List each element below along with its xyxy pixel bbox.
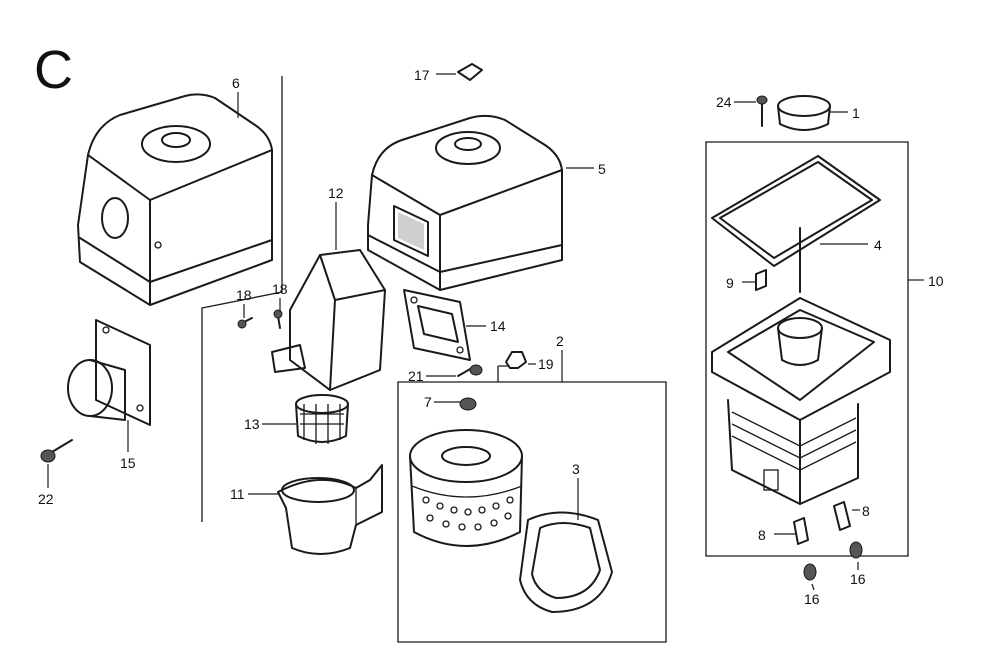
callout-9: 9 [726,275,734,291]
part-4-gasket [711,155,881,293]
callout-14: 14 [490,318,506,334]
callout-24: 24 [716,94,732,110]
part-5-cover [367,114,563,291]
callout-16a: 16 [804,591,820,607]
callout-2: 2 [556,333,564,349]
callout-21: 21 [408,368,424,384]
callout-15: 15 [120,455,136,471]
callout-3: 3 [572,461,580,477]
callout-1: 1 [852,105,860,121]
part-21-bolt [457,364,483,377]
part-7-nut [459,397,477,411]
callout-12: 12 [328,185,344,201]
callout-16b: 16 [850,571,866,587]
bracket-19 [497,365,508,382]
callout-18b: 18 [272,281,288,297]
callout-22: 22 [38,491,54,507]
callout-19: 19 [538,356,554,372]
part-2-element [409,429,523,547]
part-1-ring [777,95,831,131]
part-19-nut [505,351,527,369]
group-box-10 [705,141,909,557]
leader-lines [47,73,924,591]
part-6-cover [77,93,273,306]
callout-11: 11 [230,486,245,502]
group-box-2 [397,381,667,643]
part-10-base [711,297,891,505]
callout-18a: 18 [236,287,252,303]
part-18-bolts [237,309,283,329]
part-9-collar [755,269,767,291]
divider-line [201,76,283,522]
callout-10: 10 [928,273,944,289]
part-8-pins [793,501,851,545]
part-24-bolt [756,95,768,127]
part-17-clip [457,63,483,81]
part-22-bolt [40,439,73,463]
part-3-foam [519,511,613,613]
part-11-case [277,464,383,555]
callout-17: 17 [414,67,430,83]
callout-8a: 8 [862,503,870,519]
callout-8b: 8 [758,527,766,543]
callout-7: 7 [424,394,432,410]
callout-5: 5 [598,161,606,177]
callout-labels: 6 12 5 17 18 18 14 21 19 2 7 3 13 15 22 … [38,67,944,607]
callout-4: 4 [874,237,882,253]
section-letter: C [34,40,73,100]
callout-13: 13 [244,416,260,432]
callout-6: 6 [232,75,240,91]
part-13-screen [295,394,349,444]
part-16-washers [803,541,863,581]
part-15-elbow [67,319,151,426]
part-14-gasket [403,289,471,361]
part-12-duct [271,249,386,391]
